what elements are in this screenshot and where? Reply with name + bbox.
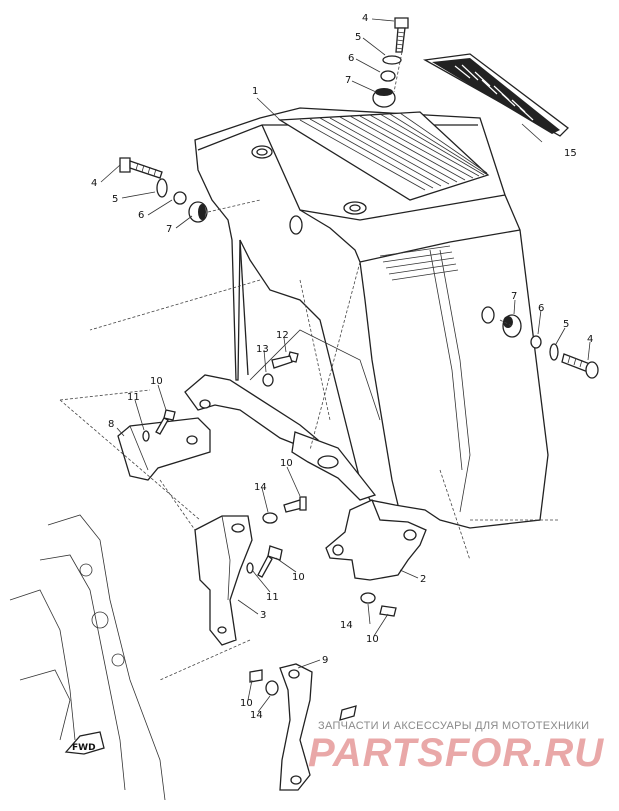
callout-11-b: 11 [266,592,279,603]
callout-labels: 1 2 3 4 4 4 5 5 5 6 6 6 7 7 7 8 9 10 10 … [91,13,593,721]
bolt-12-13 [262,351,299,387]
callout-6-top: 6 [348,53,354,64]
fwd-arrow-icon: FWD [64,731,105,755]
bracket-2 [325,499,427,581]
callout-7-top: 7 [345,75,351,86]
callout-14-a: 14 [254,482,267,493]
fwd-label: FWD [72,743,96,753]
watermark: ЗАПЧАСТИ И АКСЕССУАРЫ ДЛЯ МОТОТЕХНИКИ PA… [308,720,604,775]
callout-14-c: 14 [250,710,263,721]
callout-10-a: 10 [150,376,163,387]
bracket-9 [249,663,357,791]
callout-14-b: 14 [340,620,353,631]
alignment-lines [59,51,560,681]
callout-8: 8 [108,419,114,430]
leader-lines [100,18,591,713]
decal-label [422,53,569,137]
callout-4-top: 4 [362,13,368,24]
callout-5-top: 5 [355,32,361,43]
callout-13: 13 [256,344,269,355]
callout-10-d: 10 [366,634,379,645]
callout-15: 15 [564,148,577,159]
callout-4-left: 4 [91,178,97,189]
callout-3: 3 [260,610,266,621]
main-cover [194,107,549,529]
callout-6-left: 6 [138,210,144,221]
callout-10-c: 10 [292,572,305,583]
left-fastener-stack [119,157,208,223]
callout-2: 2 [420,574,426,585]
bracket-3 [194,515,283,646]
top-fastener-stack [372,17,409,108]
callout-1: 1 [252,86,258,97]
bolt-14-10-upper [262,496,307,524]
callout-12: 12 [276,330,289,341]
callout-10-e: 10 [240,698,253,709]
callout-7-right: 7 [511,291,517,302]
callout-10-b: 10 [280,458,293,469]
callout-11-a: 11 [127,392,140,403]
engine-outline [9,514,166,801]
bracket-bar [117,374,377,501]
callout-9: 9 [322,655,328,666]
callout-6-right: 6 [538,303,544,314]
callout-4-right: 4 [587,334,593,345]
watermark-brand: PARTSFOR.RU [308,731,604,775]
right-fastener-stack [502,314,599,379]
callout-5-right: 5 [563,319,569,330]
bolt-14-10-lower [360,592,397,617]
callout-5-left: 5 [112,194,118,205]
callout-7-left: 7 [166,224,172,235]
watermark-caption: ЗАПЧАСТИ И АКСЕССУАРЫ ДЛЯ МОТОТЕХНИКИ [318,720,589,732]
